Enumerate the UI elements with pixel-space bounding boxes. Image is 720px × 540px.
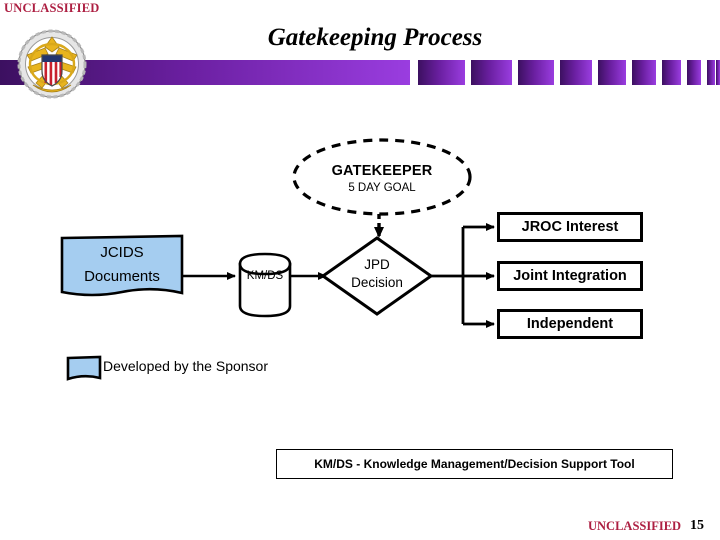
banner-segment-5 <box>598 60 626 85</box>
jcids-label-line1: JCIDS <box>100 244 144 261</box>
jcids-label-line2: Documents <box>84 268 160 285</box>
banner-segment-10 <box>716 60 720 85</box>
gatekeeper-subtitle-label: 5 DAY GOAL <box>348 182 416 194</box>
jpd-label-line1: JPD <box>364 257 390 272</box>
result-box-independent: Independent <box>497 309 643 339</box>
banner-segment-7 <box>662 60 681 85</box>
page-number: 15 <box>690 518 704 533</box>
jcids-documents-shape <box>60 234 184 297</box>
kmds-footnote-box: KM/DS - Knowledge Management/Decision Su… <box>276 449 673 479</box>
page-title: Gatekeeping Process <box>267 24 483 51</box>
kmds-cylinder-shape <box>238 252 292 318</box>
result-box-joint-integration: Joint Integration <box>497 261 643 291</box>
banner-segment-4 <box>560 60 592 85</box>
kmds-label: KM/DS <box>246 270 284 282</box>
legend-label: Developed by the Sponsor <box>103 358 268 374</box>
banner-segment-8 <box>687 60 701 85</box>
banner-segment-2 <box>471 60 512 85</box>
gatekeeper-ellipse <box>292 138 472 216</box>
banner-segment-6 <box>632 60 656 85</box>
classification-marking-bottom: UNCLASSIFIED <box>588 519 682 533</box>
jpd-label-line2: Decision <box>351 275 403 290</box>
banner-segment-3 <box>518 60 554 85</box>
jpd-decision-shape <box>320 236 434 316</box>
result-box-jroc-interest: JROC Interest <box>497 212 643 242</box>
sponsor-document-swatch <box>66 355 102 381</box>
classification-marking-top: UNCLASSIFIED <box>4 1 100 15</box>
banner-segment-9 <box>707 60 715 85</box>
banner-segment-1 <box>418 60 465 85</box>
joint-staff-seal-icon <box>15 27 89 101</box>
gatekeeper-title-label: GATEKEEPER <box>331 163 433 179</box>
